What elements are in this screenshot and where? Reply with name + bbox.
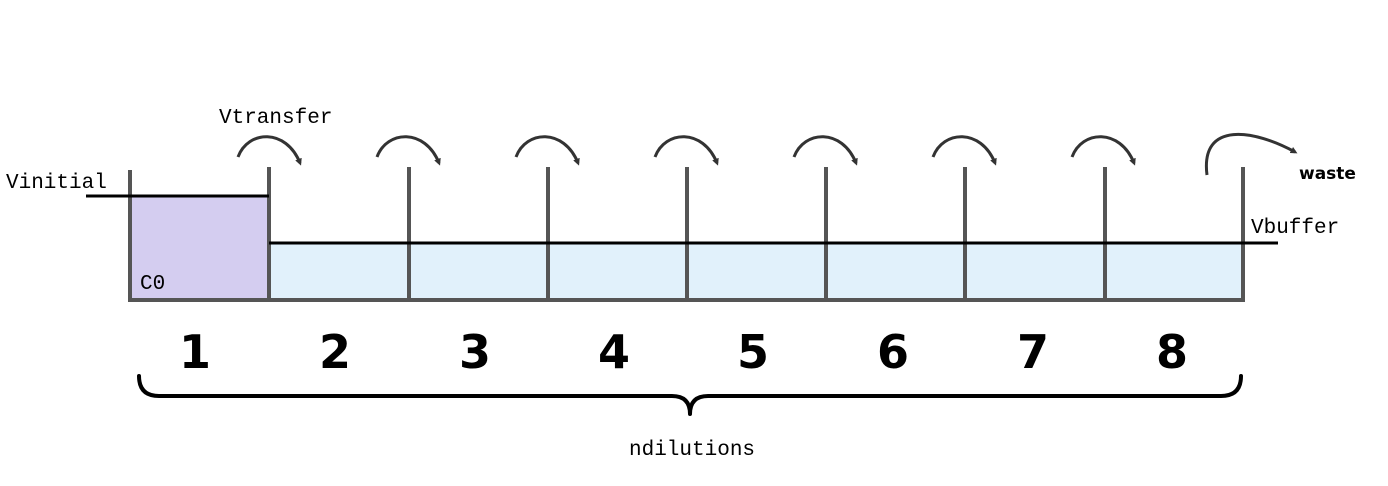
v-buffer-label: Vbuffer <box>1251 217 1339 240</box>
well-number: 2 <box>319 325 351 379</box>
well-number: 5 <box>737 325 769 379</box>
transfer-arrow <box>1070 135 1136 166</box>
initial-volume-fill <box>130 196 269 300</box>
waste-arrow <box>1204 132 1298 176</box>
transfer-arrows <box>236 132 1298 176</box>
well-number: 8 <box>1156 325 1188 379</box>
n-dilutions-label: ndilutions <box>629 439 755 462</box>
v-transfer-label: Vtransfer <box>219 107 332 130</box>
well-number: 7 <box>1017 325 1049 379</box>
well-number: 6 <box>877 325 909 379</box>
well-numbers: 1 2 3 4 5 6 7 8 <box>179 325 1188 379</box>
well-number: 4 <box>598 325 630 379</box>
transfer-arrow <box>792 135 858 166</box>
transfer-arrow <box>514 135 580 166</box>
c0-label: C0 <box>140 273 165 296</box>
dilutions-brace <box>137 374 1243 416</box>
transfer-arrow <box>931 135 997 166</box>
transfer-arrow <box>375 135 441 166</box>
well-walls <box>128 167 1245 302</box>
well-number: 3 <box>459 325 491 379</box>
buffer-volume-fill <box>269 243 1243 300</box>
well-number: 1 <box>179 325 211 379</box>
transfer-arrow <box>236 135 302 166</box>
waste-label: waste <box>1299 164 1356 184</box>
v-initial-label: Vinitial <box>6 172 107 195</box>
transfer-arrow <box>653 135 719 166</box>
